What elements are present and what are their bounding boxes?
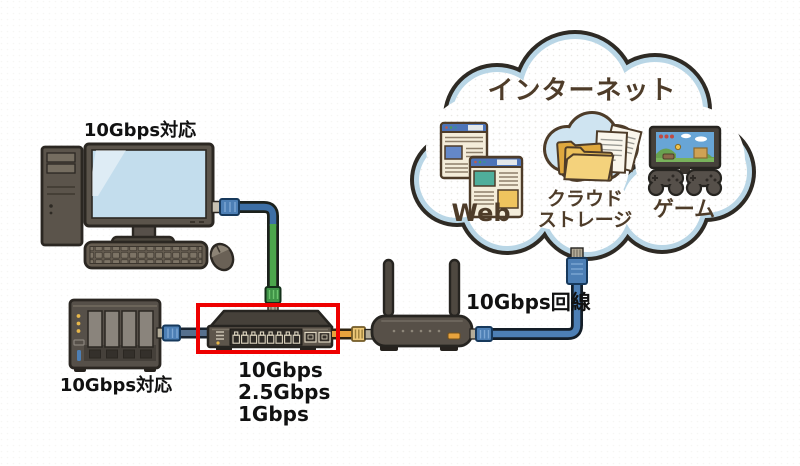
router (370, 258, 474, 351)
switch-top-plug (264, 286, 282, 313)
nas-usb-led (77, 350, 81, 361)
folders (556, 140, 615, 182)
switch-top (208, 309, 334, 329)
router-wan-led (447, 332, 461, 340)
router-leds (392, 329, 441, 333)
router-left-plug (351, 326, 374, 342)
network-switch: 10Gbps 2.5Gbps 1Gbps (206, 309, 334, 426)
tv-stand (680, 167, 690, 174)
router-right-plug (475, 326, 493, 342)
monitor-plug (219, 198, 240, 216)
switch-uplink-ports (304, 331, 331, 343)
switch-highlight-box (196, 303, 340, 354)
game-label: ゲーム (653, 197, 715, 221)
nas-plug (162, 324, 181, 342)
nas-drive-bays (87, 310, 154, 359)
switch-speed-1: 10Gbps (238, 358, 323, 382)
nas-button (73, 339, 85, 346)
nas-switch-cable (156, 324, 212, 342)
router-cloud-cable (469, 247, 588, 342)
game-screen (656, 132, 714, 162)
storage-label-line1: クラウド (547, 188, 623, 210)
gamepads (647, 168, 723, 197)
game-icon: ゲーム (647, 125, 723, 221)
cloud-title: インターネット (487, 76, 676, 106)
switch-speed-2: 2.5Gbps (238, 380, 330, 404)
keyboard (83, 240, 209, 270)
pc-caption: 10Gbps対応 (84, 119, 196, 141)
pc-tower (40, 145, 84, 247)
router-antenna-left (382, 258, 395, 318)
router-antenna-right (448, 258, 461, 318)
line-caption: 10Gbps回線 (466, 290, 591, 314)
switch-speed-3: 1Gbps (238, 402, 309, 426)
web-icon: Web (439, 121, 524, 227)
nas-leds (76, 314, 81, 333)
monitor (83, 142, 215, 228)
cloud-plug (566, 247, 588, 285)
storage-label-line2: ストレージ (538, 209, 633, 231)
monitor-screen (91, 149, 207, 219)
web-label: Web (451, 199, 510, 227)
browser-window-front (468, 155, 524, 219)
cloud-storage-icon: クラウド ストレージ (538, 111, 643, 231)
nas-bay-strip (84, 345, 156, 361)
switch-status-leds (216, 331, 224, 345)
nas-caption: 10Gbps対応 (60, 374, 172, 396)
desktop-pc: 10Gbps対応 (40, 119, 235, 272)
mouse (209, 242, 235, 272)
nas: 10Gbps対応 (60, 298, 172, 396)
